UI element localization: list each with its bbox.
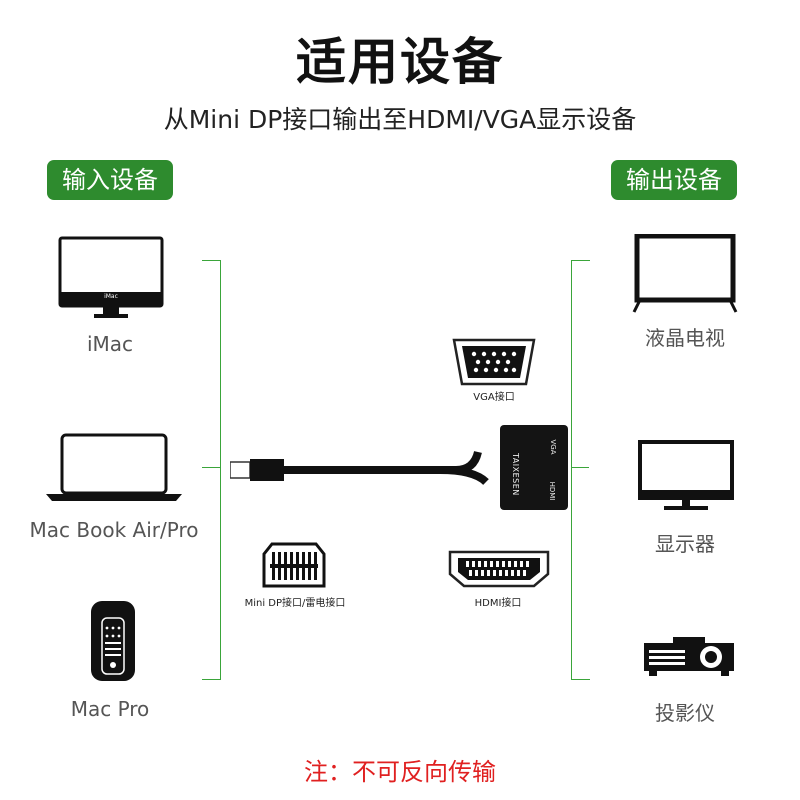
monitor-icon — [638, 440, 734, 516]
adapter-brand: TAIXESEN — [511, 453, 520, 496]
minidp-connector-label: Mini DP接口/雷电接口 — [244, 598, 346, 609]
laptop-icon — [44, 432, 184, 508]
projector-label: 投影仪 — [655, 701, 715, 725]
adapter-vga-label: VGA — [549, 439, 557, 455]
input-bracket — [202, 260, 221, 680]
vga-connector-icon — [452, 338, 536, 390]
adapter-box — [500, 425, 568, 510]
input-bracket-tick — [202, 467, 220, 468]
warning-note: 注：不可反向传输 — [304, 758, 496, 786]
input-devices-badge: 输入设备 — [47, 160, 173, 200]
hdmi-connector-icon — [444, 550, 554, 592]
imac-icon — [58, 236, 164, 324]
output-bracket — [571, 260, 590, 680]
page-title: 适用设备 — [296, 33, 504, 91]
imac-label: iMac — [86, 332, 134, 356]
projector-icon — [643, 636, 735, 682]
adapter-cable — [229, 440, 510, 504]
tv-label: 液晶电视 — [645, 326, 725, 350]
tv-icon — [632, 233, 738, 318]
page-subtitle: 从Mini DP接口输出至HDMI/VGA显示设备 — [163, 105, 637, 134]
macbook-label: Mac Book Air/Pro — [29, 518, 199, 542]
mac-pro-label: Mac Pro — [70, 697, 150, 721]
vga-connector-label: VGA接口 — [473, 392, 515, 403]
minidp-connector-icon — [262, 542, 326, 592]
hdmi-connector-label: HDMI接口 — [474, 598, 522, 609]
mac-pro-icon — [90, 600, 136, 686]
imac-screen-text: iMac — [104, 293, 118, 300]
output-devices-badge: 输出设备 — [611, 160, 737, 200]
output-bracket-tick — [571, 467, 589, 468]
monitor-label: 显示器 — [655, 532, 715, 556]
adapter-hdmi-label: HDMI — [548, 481, 556, 501]
